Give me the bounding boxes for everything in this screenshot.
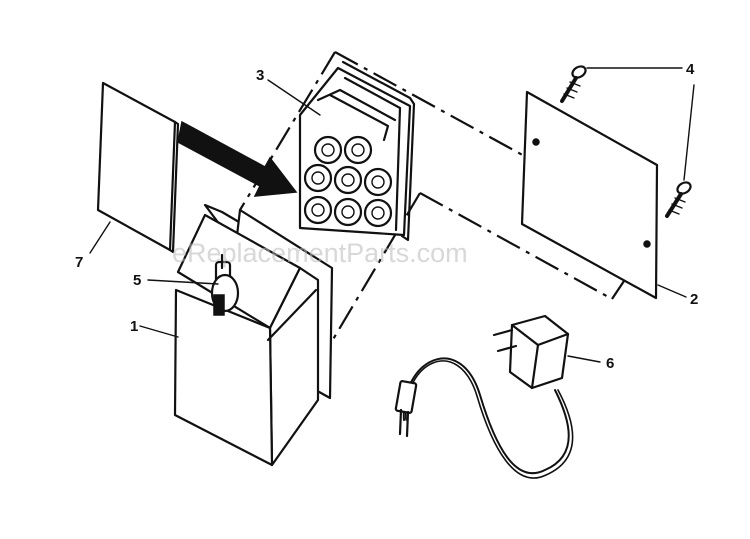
part-7-front-panel: [96, 81, 180, 254]
callout-3: 3: [256, 67, 264, 84]
callout-7: 7: [75, 254, 83, 271]
insertion-arrow: [177, 120, 298, 197]
part-4-screw-bottom: [665, 181, 692, 218]
battery-cells: [303, 135, 393, 228]
part-6-ac-adapter: [394, 314, 574, 479]
callout-5: 5: [133, 272, 141, 289]
part-1-housing: [173, 203, 334, 467]
leader-lines: [89, 67, 695, 363]
part-4-screw-top: [560, 65, 587, 103]
watermark: eReplacementParts.com: [172, 238, 468, 268]
part-2-back-plate: [520, 90, 659, 300]
callout-1: 1: [130, 318, 138, 335]
callout-2: 2: [690, 291, 698, 308]
callout-4: 4: [686, 61, 695, 78]
callout-6: 6: [606, 355, 614, 372]
part-3-battery-holder: [298, 60, 416, 242]
